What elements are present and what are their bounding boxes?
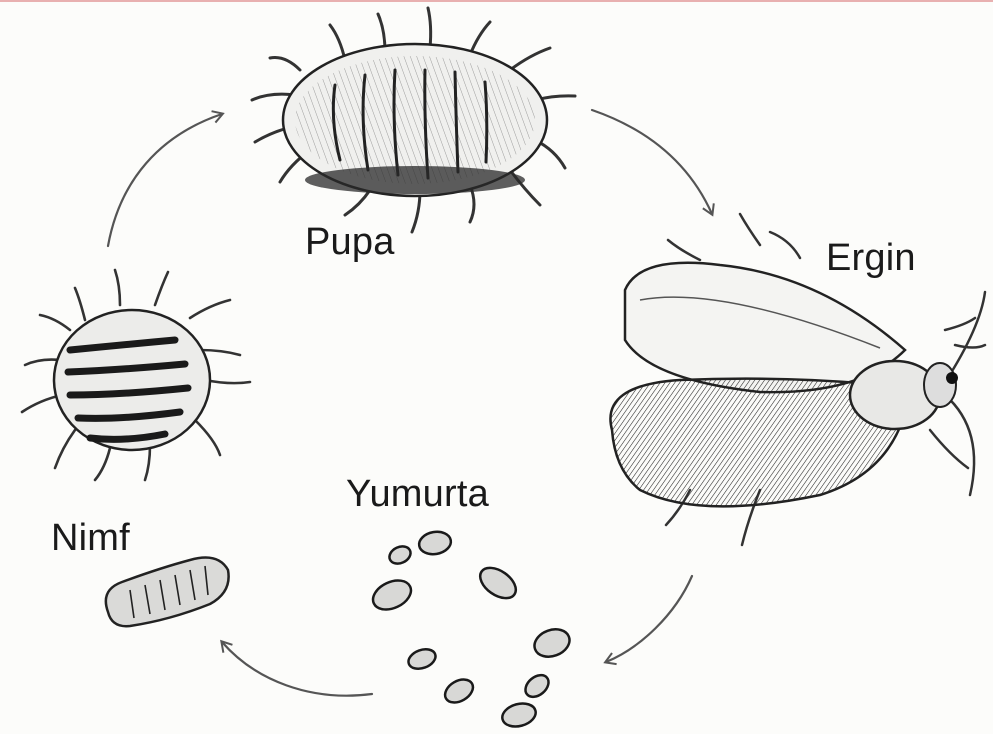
ergin-illustration (610, 214, 985, 545)
label-ergin: Ergin (826, 237, 916, 280)
arrow-pupa-to-ergin (592, 110, 712, 214)
nimf-hairy-illustration (22, 270, 250, 480)
egg (441, 675, 477, 707)
egg (368, 575, 415, 615)
arrow-yumurta-to-nimf (222, 642, 372, 696)
arrow-ergin-to-yumurta (606, 576, 692, 662)
arrow-nimf-to-pupa (108, 114, 222, 246)
egg (500, 700, 539, 730)
egg (531, 625, 574, 662)
nimf-crawler-illustration (106, 558, 229, 627)
label-yumurta: Yumurta (346, 473, 489, 516)
egg (387, 543, 414, 567)
egg (475, 562, 522, 605)
label-nimf: Nimf (51, 517, 130, 560)
egg (521, 671, 552, 702)
label-pupa: Pupa (305, 221, 395, 264)
yumurta-eggs (368, 529, 573, 730)
pupa-illustration (252, 8, 575, 232)
egg (406, 646, 438, 672)
egg (417, 529, 452, 556)
